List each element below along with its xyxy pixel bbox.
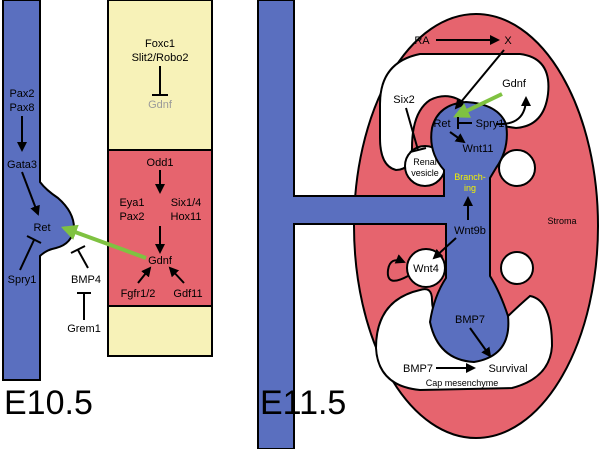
label-bmp7-cap: BMP7 xyxy=(403,363,433,375)
inhibit-bmp4-ret xyxy=(77,249,89,269)
stage-label-e10-5: E10.5 xyxy=(4,384,93,422)
gene-hox11: Hox11 xyxy=(171,211,202,223)
nephric-duct xyxy=(2,0,76,381)
posterior-mesoderm-zone xyxy=(107,305,213,357)
arrow-gdf11-gdnf xyxy=(168,266,185,284)
small-vesicle-upper-right xyxy=(498,149,536,187)
label-wnt9b: Wnt9b xyxy=(454,225,486,237)
label-cap-mesenchyme: Cap mesenchyme xyxy=(426,378,499,388)
green-arrow-gdnf-ret-e11 xyxy=(453,92,503,118)
label-branching-2: ing xyxy=(464,183,476,193)
arrow-wnt9b-wnt4 xyxy=(432,237,457,260)
gene-foxc1: Foxc1 xyxy=(145,38,175,50)
inhibit-spry1-ret xyxy=(19,239,35,271)
arrow-ret-gdnf-loop xyxy=(495,96,531,126)
inhibit-six2 xyxy=(405,107,419,151)
small-vesicle-lower-right xyxy=(500,251,534,285)
gene-bmp4: BMP4 xyxy=(71,274,101,286)
inhibit-bar-spry1 xyxy=(26,235,42,244)
label-six2: Six2 xyxy=(393,94,414,106)
label-renal: Renal xyxy=(413,157,437,167)
arrow-gata3-to-ret xyxy=(21,171,40,216)
label-x: X xyxy=(504,35,512,47)
gene-ret-duct: Ret xyxy=(33,222,50,234)
gene-grem1: Grem1 xyxy=(67,323,101,335)
label-wnt11: Wnt11 xyxy=(463,143,494,155)
label-spry1-e11: Spry1 xyxy=(476,118,505,130)
gene-gdnf-repressed: Gdnf xyxy=(148,99,173,111)
stage-label-e11-5: E11.5 xyxy=(260,384,346,422)
label-bmp7-bud: BMP7 xyxy=(455,314,485,326)
label-gdnf-e11: Gdnf xyxy=(502,78,527,90)
gene-eya1: Eya1 xyxy=(119,197,144,209)
label-survival: Survival xyxy=(488,363,527,375)
gene-fgfr1-2: Fgfr1/2 xyxy=(121,288,156,300)
gene-gata3: Gata3 xyxy=(7,159,37,171)
gene-gdf11: Gdf11 xyxy=(173,288,202,300)
ureteric-duct-and-bud xyxy=(257,0,510,449)
gene-slit2-robo2: Slit2/Robo2 xyxy=(132,52,189,64)
gene-six1-4: Six1/4 xyxy=(171,197,202,209)
arrow-fgfr-gdnf xyxy=(137,266,152,284)
inhibit-bar-bmp4 xyxy=(70,245,86,254)
arrow-ret-wnt11 xyxy=(449,131,466,144)
gene-pax8: Pax8 xyxy=(9,102,34,114)
label-vesicle: vesicle xyxy=(411,168,439,178)
green-arrow-gdnf-ret xyxy=(60,224,147,260)
gene-pax2-mesenchyme: Pax2 xyxy=(119,211,144,223)
gene-gdnf-mesenchyme: Gdnf xyxy=(148,255,173,267)
gene-odd1: Odd1 xyxy=(147,157,174,169)
label-stroma: Stroma xyxy=(547,216,576,226)
gene-spry1-duct: Spry1 xyxy=(8,274,37,286)
inhibit-bar-six2 xyxy=(409,147,427,153)
label-branching-1: Branch- xyxy=(454,172,486,182)
arrow-bmp7-survival xyxy=(469,327,492,358)
label-wnt4: Wnt4 xyxy=(413,263,439,275)
arrow-x-ret xyxy=(454,49,505,110)
arrow-wnt4-autoloop xyxy=(386,254,409,282)
label-ret-e11: Ret xyxy=(433,118,450,130)
gene-pax2-duct: Pax2 xyxy=(9,88,34,100)
label-ra: RA xyxy=(414,35,430,47)
